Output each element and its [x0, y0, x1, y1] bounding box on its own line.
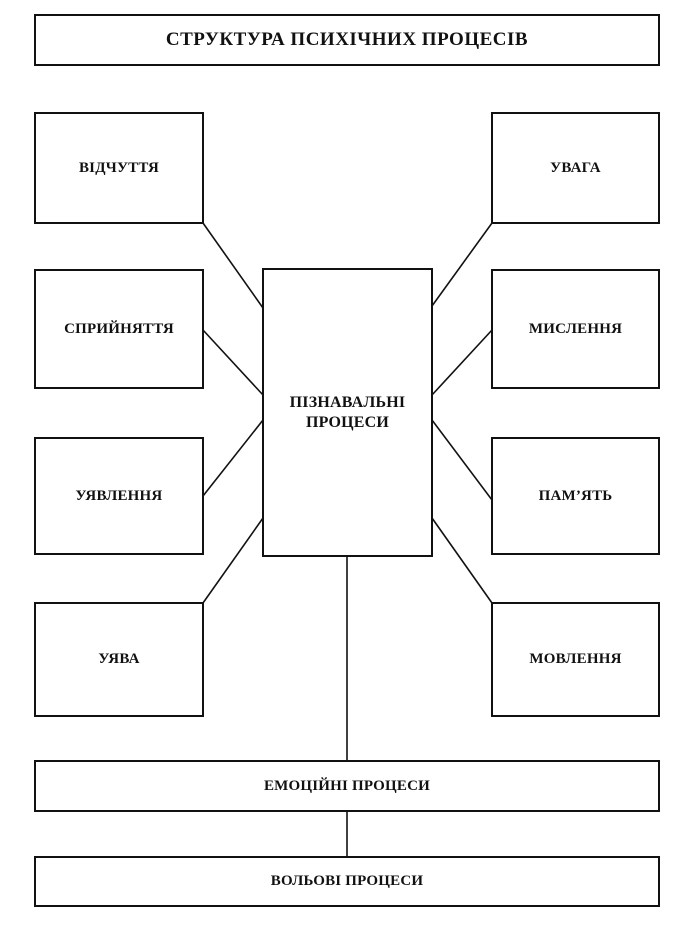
connector-left-1	[202, 222, 264, 309]
box-memory: ПАМ’ЯТЬ	[491, 437, 660, 555]
box-volitional-processes: ВОЛЬОВІ ПРОЦЕСИ	[34, 856, 660, 907]
box-memory-label: ПАМ’ЯТЬ	[538, 487, 613, 504]
connector-right-2	[431, 329, 493, 396]
cognitive-processes-box: ПІЗНАВАЛЬНІ ПРОЦЕСИ	[262, 268, 433, 557]
box-emotional-processes: ЕМОЦІЙНІ ПРОЦЕСИ	[34, 760, 660, 812]
connector-left-3	[202, 419, 264, 497]
box-sensation-label: ВІДЧУТТЯ	[78, 159, 160, 176]
box-perception-label: СПРИЙНЯТТЯ	[64, 320, 174, 337]
box-attention-label: УВАГА	[550, 159, 601, 176]
box-representation-label: УЯВЛЕННЯ	[75, 487, 163, 504]
box-thinking: МИСЛЕННЯ	[491, 269, 660, 389]
box-perception: СПРИЙНЯТТЯ	[34, 269, 204, 389]
diagram-title: СТРУКТУРА ПСИХІЧНИХ ПРОЦЕСІВ	[34, 14, 660, 66]
box-speech: МОВЛЕННЯ	[491, 602, 660, 717]
cognitive-processes-line1: ПІЗНАВАЛЬНІ	[289, 393, 406, 411]
box-sensation: ВІДЧУТТЯ	[34, 112, 204, 224]
diagram-title-text: СТРУКТУРА ПСИХІЧНИХ ПРОЦЕСІВ	[165, 29, 529, 51]
cognitive-processes-line2: ПРОЦЕСИ	[305, 413, 390, 431]
box-representation: УЯВЛЕННЯ	[34, 437, 204, 555]
box-attention: УВАГА	[491, 112, 660, 224]
box-speech-label: МОВЛЕННЯ	[529, 651, 622, 668]
connector-right-1	[431, 222, 493, 307]
connector-right-3	[431, 419, 493, 501]
connector-right-4	[431, 517, 493, 604]
box-emotional-processes-label: ЕМОЦІЙНІ ПРОЦЕСИ	[263, 777, 431, 794]
box-imagination-label: УЯВА	[98, 651, 140, 668]
connector-left-2	[202, 329, 264, 396]
connector-left-4	[202, 517, 264, 604]
box-volitional-processes-label: ВОЛЬОВІ ПРОЦЕСИ	[270, 873, 424, 890]
box-thinking-label: МИСЛЕННЯ	[528, 320, 623, 337]
box-imagination: УЯВА	[34, 602, 204, 717]
